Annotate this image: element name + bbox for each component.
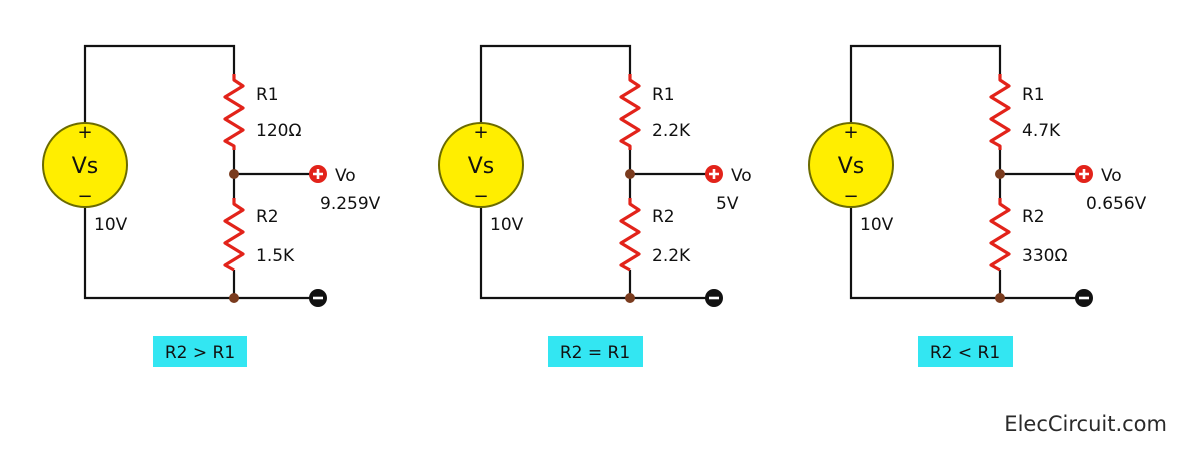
output-name: Vo [731,166,752,186]
positive-terminal [1075,165,1093,183]
negative-terminal [309,289,327,307]
voltage-source [438,122,524,208]
source-label: Vs [72,154,99,179]
junction-node [625,169,635,179]
output-name: Vo [335,166,356,186]
resistor-r2 [223,198,245,272]
condition-badge [918,336,1013,367]
r2-value: 330Ω [1022,246,1067,266]
condition-badge [153,336,247,367]
junction-node [995,169,1005,179]
positive-terminal [309,165,327,183]
source-minus-sign: − [77,186,92,207]
r2-name: R2 [652,207,675,227]
voltage-source [42,122,128,208]
condition-label: R2 > R1 [165,343,235,363]
condition-label: R2 < R1 [930,343,1000,363]
source-plus-sign: + [77,122,92,143]
r1-value: 120Ω [256,121,301,141]
source-plus-sign: + [473,122,488,143]
r1-name: R1 [652,85,675,105]
circuit-r2-less: + Vs − 10V R1 4.7K R2 330Ω Vo 0.656V R2 … [808,44,1147,367]
resistor-r2 [619,198,641,272]
source-voltage: 10V [490,215,524,235]
r1-value: 2.2K [652,121,691,141]
junction-node [229,293,239,303]
junction-node [995,293,1005,303]
source-minus-sign: − [473,186,488,207]
positive-terminal [705,165,723,183]
negative-terminal [1075,289,1093,307]
watermark-text: ElecCircuit.com [1004,412,1167,436]
r1-name: R1 [256,85,279,105]
source-plus-sign: + [843,122,858,143]
r1-value: 4.7K [1022,121,1061,141]
negative-terminal [705,289,723,307]
r1-name: R1 [1022,85,1045,105]
resistor-r1 [619,74,641,150]
source-label: Vs [838,154,865,179]
condition-badge [548,336,643,367]
condition-label: R2 = R1 [560,343,630,363]
source-minus-sign: − [843,186,858,207]
r2-value: 2.2K [652,246,691,266]
resistor-r1 [223,74,245,150]
junction-node [229,169,239,179]
r2-name: R2 [1022,207,1045,227]
resistor-r2 [989,198,1011,272]
source-voltage: 10V [94,215,128,235]
r2-name: R2 [256,207,279,227]
output-value: 0.656V [1086,194,1147,214]
output-value: 5V [716,194,739,214]
circuit-r2-equal: + Vs − 10V R1 2.2K R2 2.2K Vo 5V R2 = R1 [438,44,752,367]
output-value: 9.259V [320,194,381,214]
voltage-source [808,122,894,208]
source-label: Vs [468,154,495,179]
r2-value: 1.5K [256,246,295,266]
output-name: Vo [1101,166,1122,186]
resistor-r1 [989,74,1011,150]
circuit-r2-greater: + Vs − 10V R1 120Ω R2 1.5K Vo 9.259V R2 … [42,44,381,367]
source-voltage: 10V [860,215,894,235]
junction-node [625,293,635,303]
